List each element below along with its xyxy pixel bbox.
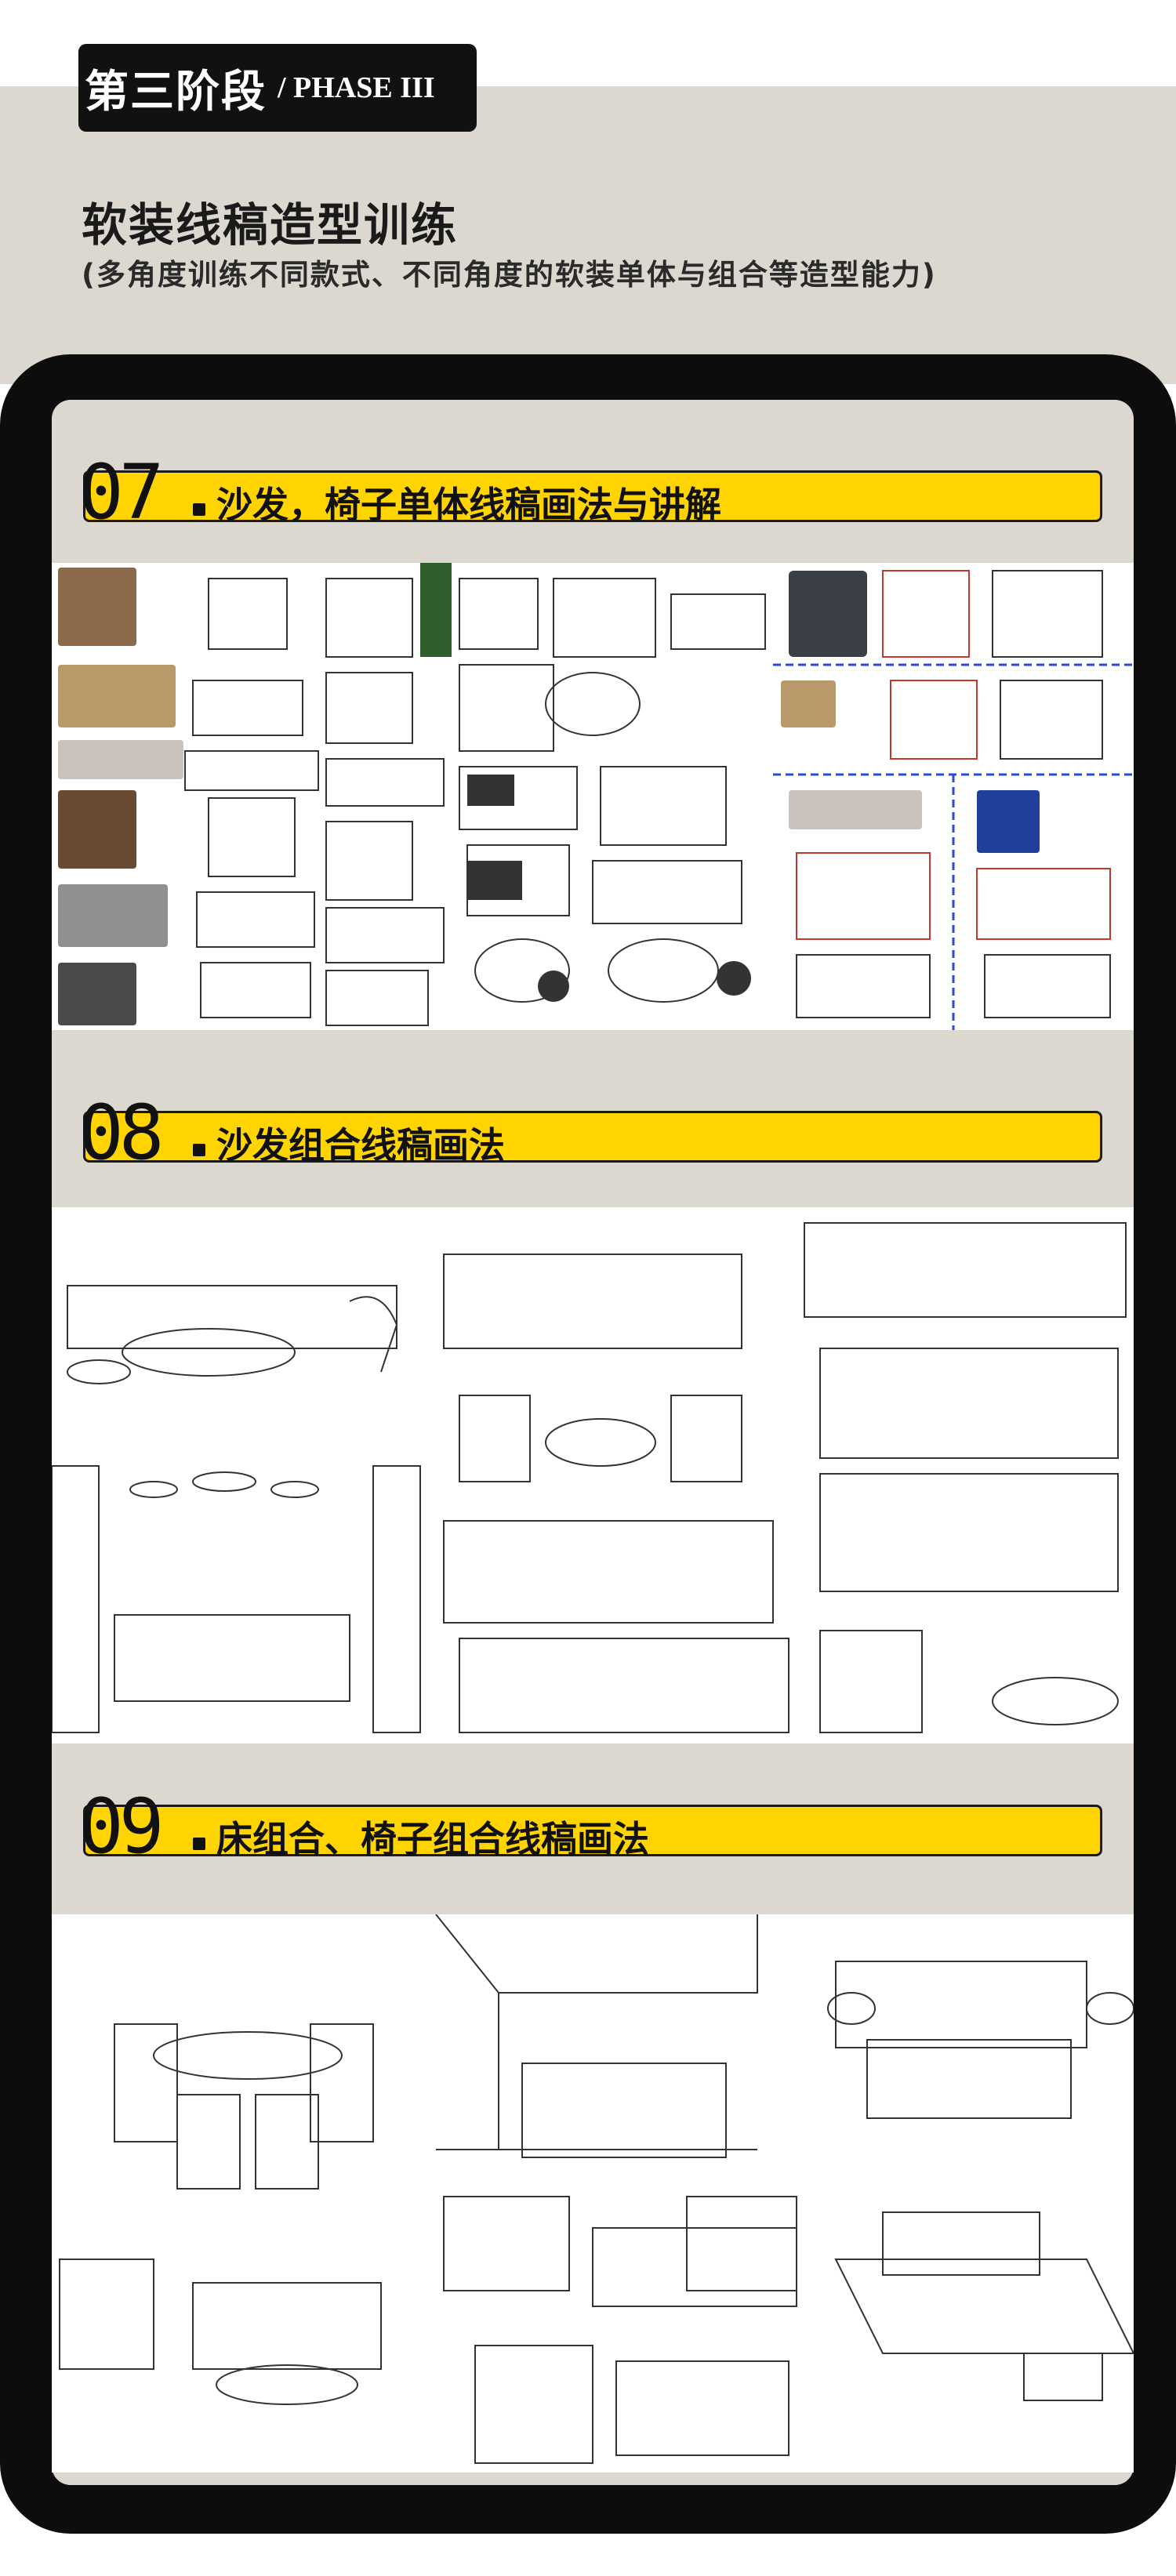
bed-chair-sketches — [59, 1914, 1134, 2464]
sketch-panel-07 — [52, 563, 1134, 1030]
section-number: 08 — [78, 1089, 165, 1177]
center-photos — [467, 775, 751, 1002]
section-dot — [193, 1838, 205, 1850]
section-title: 沙发组合线稿画法 — [216, 1124, 505, 1166]
section-dot — [193, 1144, 205, 1156]
center-sketches — [459, 578, 766, 1003]
phase-tag: 第三阶段 / PHASE III — [78, 44, 477, 132]
furniture-photo-column — [58, 568, 183, 1025]
phase-label-cn: 第三阶段 — [85, 65, 267, 118]
sketch-panel-08 — [52, 1207, 1134, 1743]
header-band — [0, 86, 1176, 384]
right-sketch-area — [773, 570, 1134, 1030]
section-title: 床组合、椅子组合线稿画法 — [216, 1818, 649, 1860]
section-bar — [83, 1111, 1102, 1163]
section-bar — [83, 1805, 1102, 1856]
section-number: 07 — [78, 448, 165, 536]
section-heading-07: 07 沙发，椅子单体线稿画法与讲解 — [78, 448, 1105, 536]
section-dot — [193, 503, 205, 516]
sketch-panel-09 — [52, 1914, 1134, 2473]
bed-chair-group-sketch-collage — [52, 1914, 1134, 2473]
section-number: 09 — [78, 1783, 165, 1870]
sofa-group-sketches — [52, 1222, 1127, 1733]
label-tag — [420, 563, 452, 657]
chair-line-sketches — [184, 578, 445, 1026]
section-heading-08: 08 沙发组合线稿画法 — [78, 1089, 1105, 1177]
section-title: 沙发，椅子单体线稿画法与讲解 — [216, 484, 721, 526]
page-title: 软装线稿造型训练 — [82, 198, 459, 252]
section-heading-09: 09 床组合、椅子组合线稿画法 — [78, 1783, 1105, 1870]
page-subtitle: (多角度训练不同款式、不同角度的软装单体与组合等造型能力) — [82, 258, 937, 292]
sofa-chair-sketch-collage — [52, 563, 1134, 1030]
phase-label-en: / PHASE III — [278, 71, 435, 104]
section-bar — [83, 470, 1102, 522]
sofa-group-sketch-collage — [52, 1207, 1134, 1743]
